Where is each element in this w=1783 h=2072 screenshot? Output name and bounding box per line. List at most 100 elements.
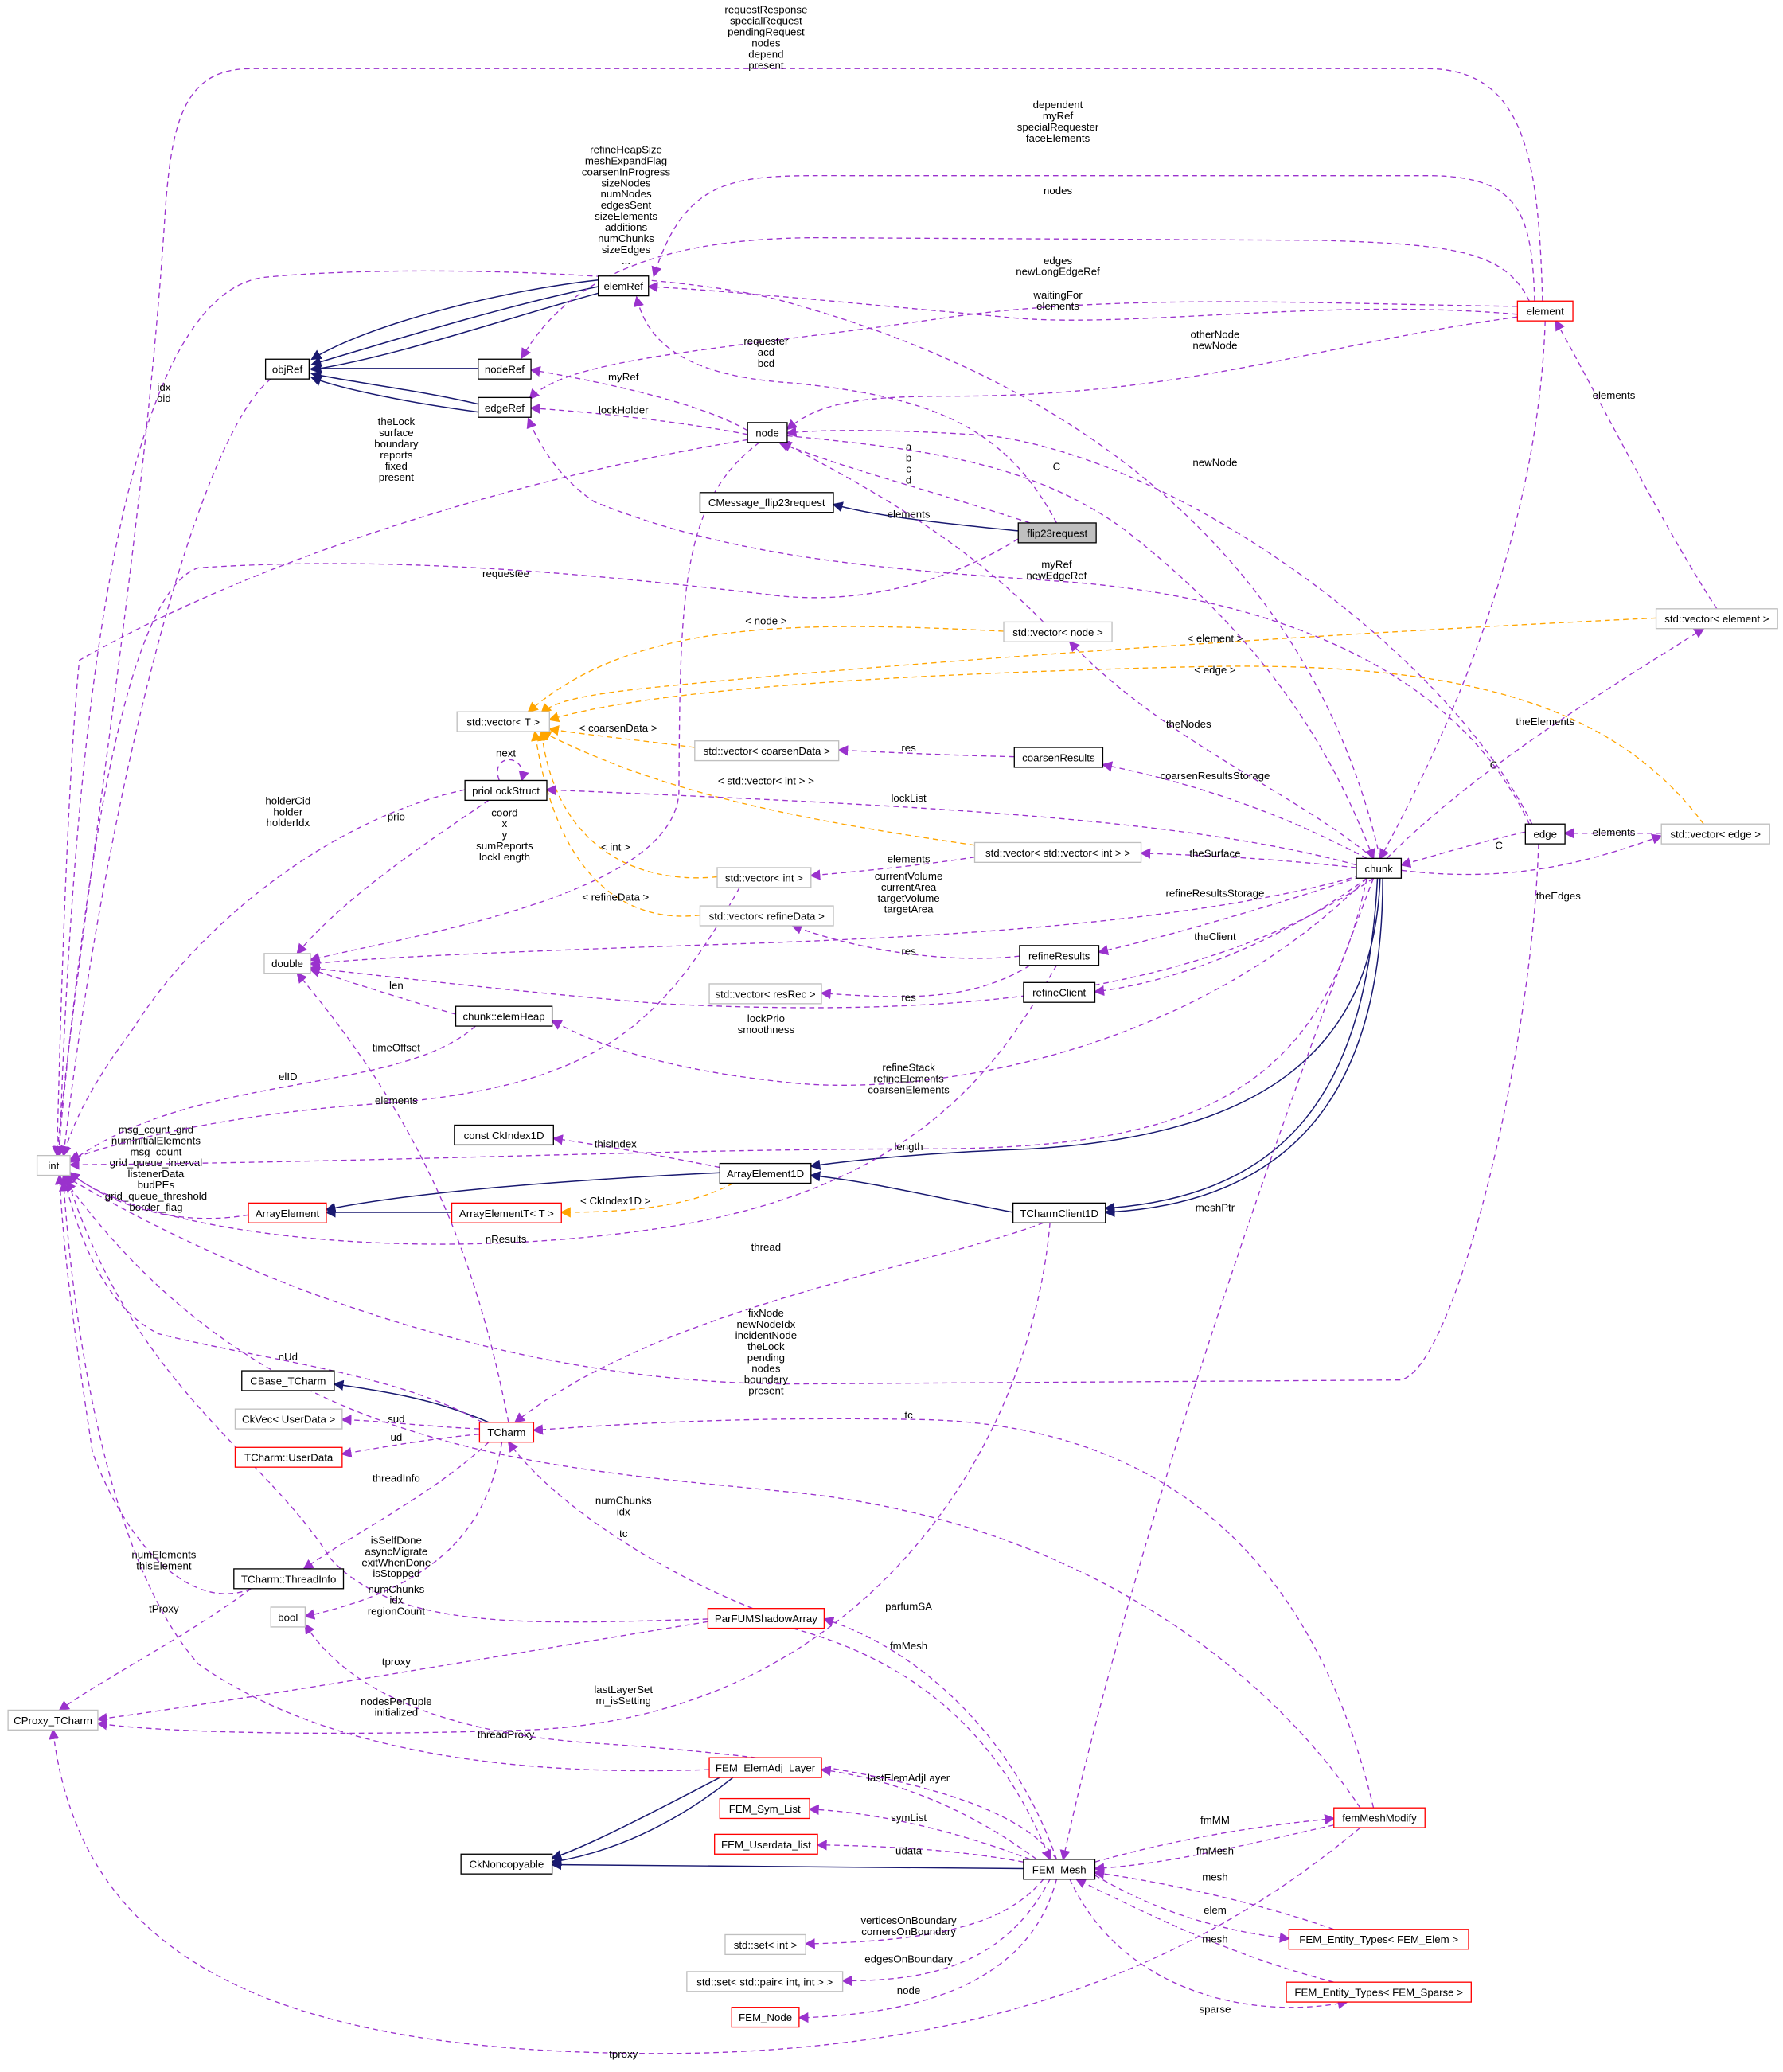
edge-nresults: nResults [68, 965, 1057, 1245]
member-arrow [822, 1617, 1058, 1860]
class-node-fem-entity-types-fem-elem[interactable]: FEM_Entity_Types< FEM_Elem > [1288, 1929, 1469, 1950]
member-arrow [552, 1134, 720, 1169]
class-node-cmessage-flip23request[interactable]: CMessage_flip23request [699, 492, 834, 513]
class-node-edgeref[interactable]: edgeRef [478, 396, 532, 418]
class-box [36, 1154, 71, 1176]
class-box [248, 1202, 327, 1223]
class-node-cproxy-tcharm[interactable]: CProxy_TCharm [7, 1709, 99, 1731]
edge-res: res [820, 965, 1031, 1004]
class-node-double[interactable]: double [263, 953, 311, 974]
class-node-tcharmclient1d[interactable]: TCharmClient1D [1012, 1202, 1106, 1223]
edge-label: myRef [1041, 558, 1072, 570]
edge-inherit [550, 1859, 1024, 1871]
class-node-cknoncopyable[interactable]: CkNoncopyable [460, 1853, 553, 1875]
edge-newnode: newNode [786, 427, 1533, 825]
class-node-objref[interactable]: objRef [264, 358, 310, 380]
member-arrow [507, 1441, 754, 1610]
class-box [1524, 823, 1566, 845]
edge-label: theElements [1516, 716, 1574, 728]
member-arrow [1068, 641, 1374, 859]
member-arrow [58, 1588, 252, 1711]
class-node-fem-entity-types-fem-sparse[interactable]: FEM_Entity_Types< FEM_Sparse > [1286, 1981, 1472, 2003]
class-node-elemref[interactable]: elemRef [598, 275, 650, 297]
edge-label: present [748, 1385, 784, 1397]
edge-label: elements [1036, 300, 1079, 312]
edge-label: numInitialElements [111, 1134, 201, 1146]
class-node-arrayelementt-t[interactable]: ArrayElementT< T > [451, 1202, 562, 1223]
edge-length: length [68, 878, 1367, 1170]
class-node-chunk[interactable]: chunk [1356, 857, 1403, 879]
class-node-tcharm[interactable]: TCharm [478, 1422, 535, 1443]
class-node-fem-userdata-list[interactable]: FEM_Userdata_list [714, 1833, 818, 1855]
edge-inherit [325, 1172, 720, 1213]
class-node-parfumshadowarray[interactable]: ParFUMShadowArray [707, 1608, 825, 1629]
class-node-refineclient[interactable]: refineClient [1023, 981, 1096, 1003]
class-node-std-vector-resrec[interactable]: std::vector< resRec > [708, 983, 822, 1005]
class-node-std-vector-edge[interactable]: std::vector< edge > [1660, 823, 1770, 845]
class-node-std-set-int[interactable]: std::set< int > [724, 1933, 806, 1956]
edge-tc: tc [507, 1441, 754, 1610]
class-node-std-set-std-pair-int-int[interactable]: std::set< std::pair< int, int > > [686, 1971, 844, 1992]
class-box [1356, 857, 1403, 879]
class-node-ckvec-userdata[interactable]: CkVec< UserData > [234, 1408, 343, 1430]
edge-std-vector-int: < std::vector< int > > [540, 731, 975, 846]
class-node-std-vector-t[interactable]: std::vector< T > [456, 711, 550, 732]
class-box [264, 358, 310, 380]
class-node-std-vector-std-vector-int[interactable]: std::vector< std::vector< int > > [973, 841, 1142, 864]
edge-label: nodes [1044, 185, 1073, 197]
inherit-arrow [550, 1859, 1024, 1871]
class-node-chunk-elemheap[interactable]: chunk::elemHeap [455, 1005, 553, 1027]
class-node-int[interactable]: int [36, 1154, 71, 1176]
class-node-fem-sym-list[interactable]: FEM_Sym_List [719, 1797, 810, 1820]
edge-label: idx [157, 381, 170, 393]
class-node-tcharm-threadinfo[interactable]: TCharm::ThreadInfo [233, 1568, 345, 1590]
class-node-priolockstruct[interactable]: prioLockStruct [464, 779, 548, 802]
member-arrow [64, 1173, 708, 1623]
class-node-bool[interactable]: bool [270, 1606, 306, 1628]
edge-label: depend [748, 48, 783, 60]
edge-label: sizeElements [595, 210, 657, 222]
class-box [478, 358, 532, 380]
member-arrow [96, 1621, 708, 1724]
class-node-std-vector-node[interactable]: std::vector< node > [1003, 621, 1113, 642]
class-node-coarsenresults[interactable]: coarsenResults [1013, 747, 1104, 768]
class-node-std-vector-element[interactable]: std::vector< element > [1655, 608, 1778, 630]
edge-lockholder: lockHolder [529, 403, 748, 435]
edge-label: res [901, 945, 916, 957]
edge-label: surface [379, 427, 414, 439]
edge-label: prio [388, 810, 405, 822]
class-node-const-ckindex1d[interactable]: const CkIndex1D [454, 1124, 554, 1146]
class-node-edge[interactable]: edge [1524, 823, 1566, 845]
edge-label: acd [758, 346, 774, 358]
class-node-arrayelement[interactable]: ArrayElement [248, 1202, 327, 1223]
member-arrow [309, 875, 1361, 969]
class-node-arrayelement1d[interactable]: ArrayElement1D [719, 1162, 812, 1184]
class-node-noderef[interactable]: nodeRef [478, 358, 532, 380]
class-node-femmeshmodify[interactable]: femMeshModify [1333, 1807, 1426, 1828]
edges-layer: requestResponsespecialRequestpendingRequ… [49, 4, 1718, 2060]
edge-label: timeOffset [373, 1042, 421, 1054]
edge-ckindex1d: < CkIndex1D > [560, 1182, 734, 1218]
edge-label: initialized [375, 1707, 419, 1719]
class-node-flip23request[interactable]: flip23request [1017, 522, 1097, 544]
class-node-tcharm-userdata[interactable]: TCharm::UserData [234, 1446, 343, 1468]
class-box [263, 953, 311, 974]
class-node-std-vector-coarsendata[interactable]: std::vector< coarsenData > [694, 740, 840, 762]
class-node-cbase-tcharm[interactable]: CBase_TCharm [241, 1370, 335, 1391]
class-node-std-vector-int[interactable]: std::vector< int > [716, 867, 812, 888]
class-node-node[interactable]: node [747, 422, 788, 443]
class-node-fem-node[interactable]: FEM_Node [731, 2007, 800, 2028]
edge-label: currentArea [881, 881, 937, 893]
class-node-std-vector-refinedata[interactable]: std::vector< refineData > [699, 905, 834, 927]
class-node-fem-elemadj-layer[interactable]: FEM_ElemAdj_Layer [708, 1757, 822, 1778]
class-node-refineresults[interactable]: refineResults [1019, 945, 1100, 966]
template-arrow [537, 730, 718, 879]
edge-elem: elem [1094, 1875, 1291, 1943]
member-arrow [1386, 627, 1705, 859]
class-name: node [755, 427, 779, 439]
class-node-fem-mesh[interactable]: FEM_Mesh [1023, 1859, 1096, 1880]
class-node-element[interactable]: element [1516, 300, 1574, 322]
template-arrow [540, 731, 975, 846]
